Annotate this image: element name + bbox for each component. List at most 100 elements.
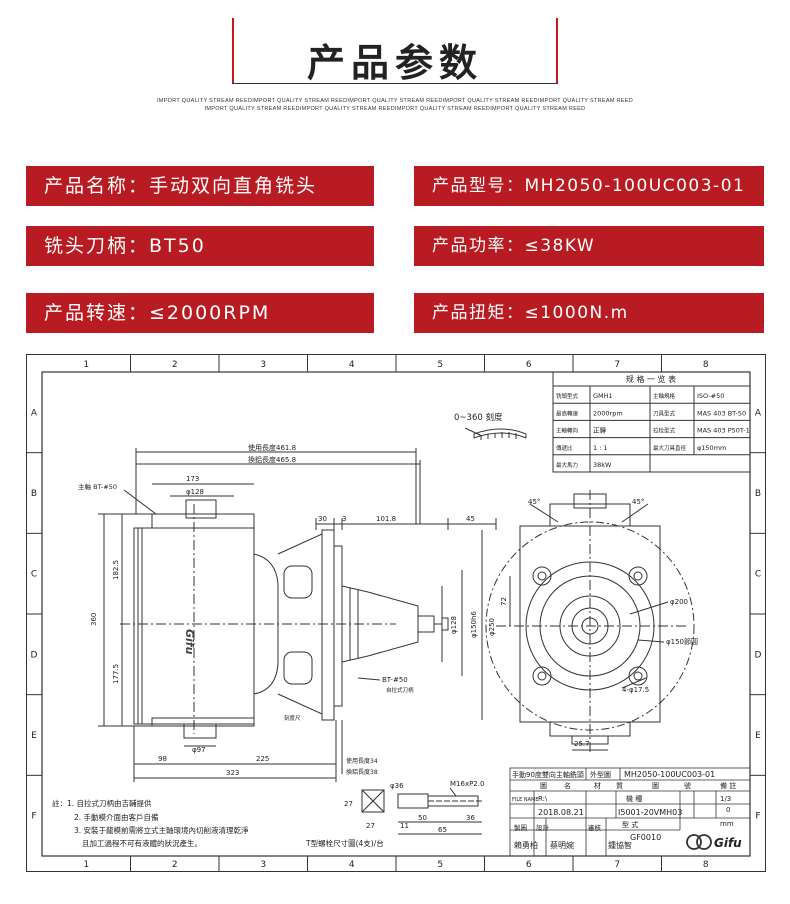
tb-model-label: 機 種 [626, 794, 642, 803]
grid-col-top-3: 3 [260, 360, 266, 370]
param-speed: 产品转速：≤2000RPM [26, 293, 374, 333]
grid-col-top-8: 8 [703, 360, 709, 370]
spec-cell: MAS 403 P50T-1 [697, 427, 750, 435]
dim-225: 225 [256, 755, 269, 763]
grid-row-left-A: A [31, 408, 38, 418]
spec-cell: GMH1 [593, 392, 613, 400]
frame-right-rule [556, 18, 558, 84]
tb-type-label: 型 式 [622, 820, 638, 829]
dim-30: 30 [318, 515, 327, 523]
label-auto-pull: 自拉式刀柄 [386, 686, 414, 694]
tb-h-7: 備 註 [720, 781, 736, 790]
label-bt50: BT-#50 [382, 676, 408, 684]
side-view-dims: 45° 45° φ200 φ150節圓 72 4-φ17.5 25.7 [500, 498, 698, 751]
dim-swap-38: 換鋁長度38 [346, 768, 378, 776]
dim-128-v: φ128 [450, 616, 458, 634]
dim-323: 323 [226, 769, 239, 777]
tb-file-label: FILE NAME [512, 797, 539, 803]
dim-360: 360 [90, 613, 98, 626]
grid-row-right-F: F [755, 812, 760, 822]
grid-col-top-6: 6 [526, 360, 532, 370]
dim-177-5: 177.5 [112, 664, 120, 684]
tb-rev: 0 [726, 806, 730, 814]
tb-lbl-check: 審核 [588, 823, 602, 832]
body-logo: Gifu [183, 629, 196, 655]
dim-36-dia: φ36 [390, 782, 404, 790]
tb-h-3: 材 [594, 781, 601, 790]
tb-h-2: 名 [564, 781, 571, 790]
param-torque: 产品扭矩：≤1000N.m [414, 293, 764, 333]
grid-col-bottom-1: 1 [83, 860, 89, 870]
frame-bottom-rule [232, 83, 558, 84]
tb-drawn-by: 賴勇柏 [514, 840, 538, 850]
gifu-logo: Gifu [686, 834, 742, 850]
spec-cell: 铣頭型式 [556, 392, 579, 400]
ticker-line-1: IMPORT QUALITY STREAM REEDIMPORT QUALITY… [156, 98, 634, 104]
spec-cell: 最高轉速 [556, 409, 579, 417]
dim-72: 72 [500, 597, 508, 606]
spec-cell: 傳遞比 [556, 444, 573, 452]
bolt-note: T型螺栓尺寸圖(4支)/台 [305, 838, 384, 848]
bottom-dims: φ97 98 225 323 使用長度34 換鋁長度38 刻度尺 [133, 714, 378, 782]
frame-left-rule [232, 18, 234, 84]
dim-128: φ128 [186, 488, 204, 496]
spec-cell: φ150mm [697, 444, 726, 452]
tb-h-5: 圖 [652, 782, 659, 790]
rotation-scale: 0~360 刻度 [454, 412, 527, 440]
tb-h-6: 號 [684, 781, 691, 790]
gifu-logo-text: Gifu [714, 836, 742, 850]
dim-173: 173 [186, 475, 199, 483]
dim-97: φ97 [192, 746, 206, 754]
dim-3: 3 [342, 515, 346, 523]
notes: 註：1. 自拉式刀柄由吉輔提供 2. 手動模介面由客戶自備 3. 安裝于龍模前需… [52, 798, 249, 848]
spec-cell: 38kW [593, 461, 612, 469]
dim-200: φ200 [670, 598, 688, 606]
rotation-scale-label: 0~360 刻度 [454, 412, 503, 423]
page-title: 产品参数 [306, 41, 483, 85]
note-1: 註：1. 自拉式刀柄由吉輔提供 [52, 798, 152, 808]
dim-m16: M16xP2.0 [450, 780, 484, 788]
ticker-line-2: IMPORT QUALITY STREAM REEDIMPORT QUALITY… [204, 106, 586, 112]
grid-col-bottom-3: 3 [260, 860, 266, 870]
side-view [485, 490, 695, 754]
dim-36: 36 [466, 814, 475, 822]
grid-col-top-5: 5 [437, 360, 443, 370]
dim-65: 65 [438, 826, 447, 834]
front-view: Gifu [120, 499, 449, 739]
spec-table-title: 规 格 一 览 表 [626, 374, 676, 384]
spec-cell: ISO-#50 [697, 392, 724, 400]
tb-lbl-design: 設計 [536, 823, 550, 832]
grid-row-left-B: B [31, 489, 37, 499]
dim-150-pcd: φ150節圓 [666, 637, 698, 646]
spec-cell: 最大馬力 [556, 461, 578, 469]
grid-row-right-E: E [755, 731, 761, 741]
grid-row-left-F: F [31, 812, 36, 822]
dim-swap-length: 換鋁長度465.8 [248, 455, 296, 464]
dim-101-8: 101.8 [376, 515, 396, 523]
grid-col-bottom-5: 5 [437, 860, 443, 870]
tb-drawing-no: MH2050-100UC003-01 [624, 770, 715, 779]
grid-row-left-C: C [31, 570, 37, 580]
vertical-dims: 360 182.5 177.5 [90, 513, 152, 727]
grid-col-bottom-6: 6 [526, 860, 532, 870]
param-product-model: 产品型号：MH2050-100UC003-01 [414, 166, 764, 206]
spec-cell: 最大刀具直徑 [653, 444, 687, 452]
spec-cell: 主軸規格 [653, 392, 676, 400]
overall-length-dims: 使用長度461.8 換鋁長度465.8 173 φ128 主軸 BT-#50 [78, 443, 421, 524]
tb-date: 2018.08.21 [538, 808, 584, 817]
dim-98: 98 [158, 755, 167, 763]
dim-45-right: 45° [632, 498, 644, 506]
grid-row-right-C: C [755, 570, 761, 580]
flange-dims: 30 3 101.8 45 φ128 φ150h6 φ250 BT-#50 自拉… [315, 515, 497, 720]
tb-model: I5001-20VMH03 [618, 808, 682, 817]
spec-cell: MAS 403 BT-50 [697, 409, 746, 417]
param-tool-holder: 铣头刀柄：BT50 [26, 226, 374, 266]
tb-approved-by: 鍾協智 [608, 840, 632, 850]
tb-lbl-draw: 製圖 [514, 823, 527, 832]
dim-11: 11 [400, 822, 409, 830]
dim-use-34: 使用長度34 [346, 757, 378, 765]
tb-designed-by: 蔡明婉 [550, 840, 574, 850]
spec-cell: 主軸轉向 [556, 427, 578, 435]
